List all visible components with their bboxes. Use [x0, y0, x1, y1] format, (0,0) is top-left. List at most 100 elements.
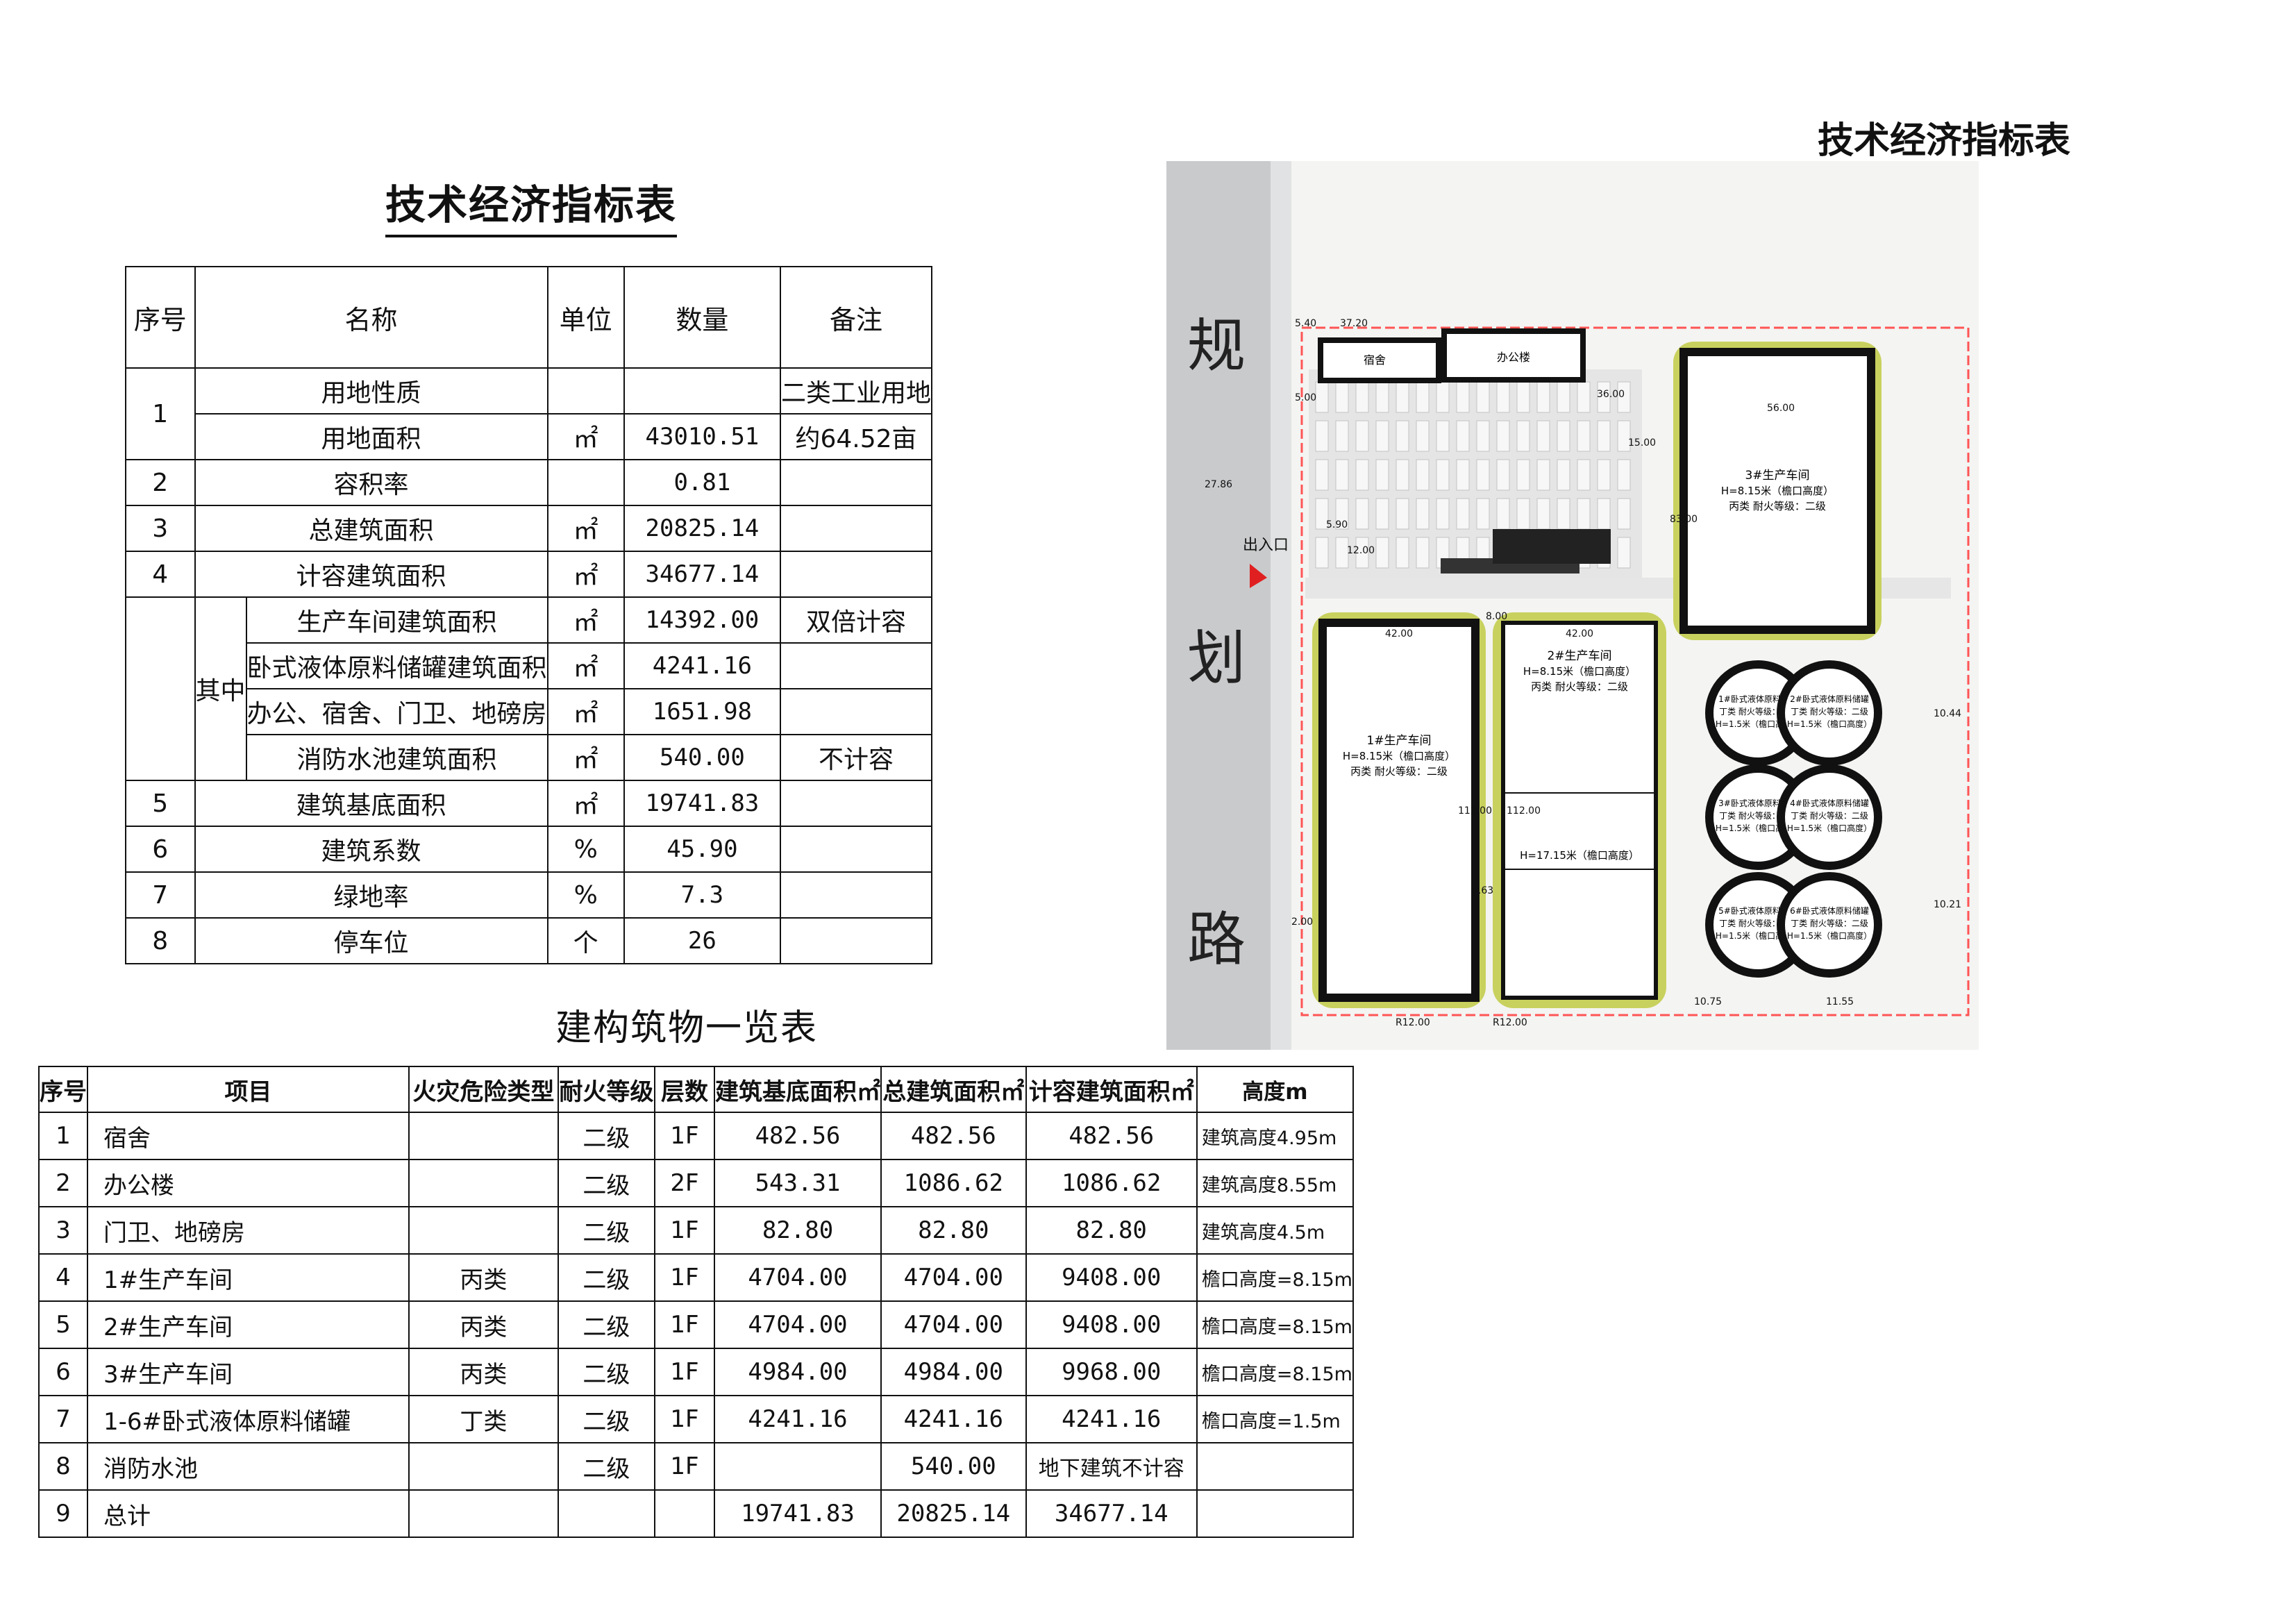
workshop-2 [1501, 621, 1658, 1000]
table-cell: 总计 [87, 1489, 410, 1538]
tank-label: H=1.5米（檐口高度） [1787, 930, 1872, 941]
table-cell: 丙类 [408, 1348, 559, 1396]
row-qty [623, 367, 781, 415]
parking-space [1355, 537, 1369, 569]
table-cell: 2 [38, 1159, 88, 1207]
table-cell: 7 [38, 1395, 88, 1443]
tank-label: 5#卧式液体原料储罐 [1718, 905, 1798, 916]
row-qty: 540.00 [623, 734, 781, 781]
parking-space [1577, 420, 1591, 452]
parking-space [1476, 381, 1490, 413]
dim-label: 37.20 [1340, 318, 1368, 329]
road-label-3: 路 [1187, 905, 1246, 973]
row-unit: ㎡ [546, 505, 625, 552]
table-cell: 1 [38, 1112, 88, 1160]
parking-space [1436, 381, 1450, 413]
parking-space [1416, 498, 1430, 530]
table-cell: 二级 [557, 1442, 656, 1491]
office-label: 办公楼 [1497, 351, 1530, 364]
parking-space [1597, 420, 1611, 452]
entrance-arrow-icon [1250, 564, 1267, 588]
parking-space [1396, 537, 1409, 569]
row-unit: ㎡ [546, 642, 625, 689]
tank-label: 4#卧式液体原料储罐 [1790, 798, 1869, 808]
row-no: 8 [125, 917, 196, 964]
table-cell: 9968.00 [1025, 1348, 1198, 1396]
table-cell: 丙类 [408, 1300, 559, 1349]
parking-space [1315, 381, 1329, 413]
parking-space [1436, 420, 1450, 452]
parking-space [1375, 381, 1389, 413]
workshop-1 [1318, 619, 1480, 1002]
dim-label: 5.40 [1295, 318, 1316, 329]
table-cell: 82.80 [1025, 1206, 1198, 1255]
table-cell: 4984.00 [880, 1348, 1027, 1396]
row-unit: ㎡ [546, 596, 625, 644]
parking-space [1617, 537, 1631, 569]
row-qty: 20825.14 [623, 505, 781, 552]
road-label-1: 规 [1187, 312, 1246, 380]
row-no: 6 [125, 826, 196, 873]
table-cell [654, 1489, 715, 1538]
row-no: 3 [125, 505, 196, 552]
tank-label: 2#卧式液体原料储罐 [1790, 694, 1869, 704]
parking-space [1456, 459, 1470, 491]
parking-space [1456, 498, 1470, 530]
dim-label: 2.00 [1291, 916, 1313, 928]
parking-space [1516, 420, 1530, 452]
parking-space [1355, 459, 1369, 491]
workshop-3-height: H=8.15米（檐口高度） [1721, 485, 1834, 497]
parking-space [1396, 420, 1409, 452]
dim-label: 5.63 [1472, 885, 1493, 896]
parking-space [1375, 537, 1389, 569]
parking-space [1375, 420, 1389, 452]
column-header: 高度m [1196, 1066, 1355, 1113]
dim-label: R12.00 [1396, 1017, 1430, 1028]
row-qty: 45.90 [623, 826, 781, 873]
tank-label: H=1.5米（檐口高度） [1787, 823, 1872, 833]
table-cell: 门卫、地磅房 [87, 1206, 410, 1255]
parking-space [1396, 381, 1409, 413]
parking-space [1496, 420, 1510, 452]
table-cell: 建筑高度4.95m [1196, 1112, 1355, 1160]
row-name: 用地面积 [194, 413, 548, 460]
table-cell: 二级 [557, 1300, 656, 1349]
row-name: 卧式液体原料储罐建筑面积 [245, 642, 548, 689]
dim-label: 10.21 [1934, 899, 1961, 910]
table-cell: 8 [38, 1442, 88, 1491]
table-row: 其中 生产车间建筑面积 ㎡ 14392.00 双倍计容 [125, 596, 933, 781]
header-no: 序号 [125, 266, 196, 369]
row-no: 2 [125, 459, 196, 506]
table-cell: 9 [38, 1489, 88, 1538]
parking-space [1557, 498, 1570, 530]
dim-label: 36.00 [1597, 389, 1625, 400]
workshop-3-class: 丙类 耐火等级：二级 [1729, 500, 1826, 512]
table-cell: 2#生产车间 [87, 1300, 410, 1349]
row-unit: ㎡ [546, 413, 625, 460]
row-name: 生产车间建筑面积 [245, 596, 548, 644]
table-cell: 檐口高度=8.15m [1196, 1348, 1355, 1396]
parking-space [1396, 498, 1409, 530]
office-building [1441, 328, 1586, 383]
dim-label: 83.00 [1670, 514, 1698, 525]
parking-space [1557, 381, 1570, 413]
parking-space [1375, 498, 1389, 530]
row-name: 容积率 [194, 459, 548, 506]
dim-label: 11.55 [1826, 996, 1854, 1007]
table-cell: 5 [38, 1300, 88, 1349]
parking-space [1335, 420, 1349, 452]
header-qty: 数量 [623, 266, 781, 369]
table-cell [408, 1112, 559, 1160]
row-no: 7 [125, 871, 196, 919]
table-cell [557, 1489, 656, 1538]
row-unit: ㎡ [546, 551, 625, 598]
row-unit: ㎡ [546, 688, 625, 735]
table-cell: 1F [654, 1112, 715, 1160]
row-name: 计容建筑面积 [194, 551, 548, 598]
dorm-label: 宿舍 [1364, 353, 1386, 367]
tank-circle [1777, 872, 1882, 978]
dorm-building [1318, 337, 1441, 383]
